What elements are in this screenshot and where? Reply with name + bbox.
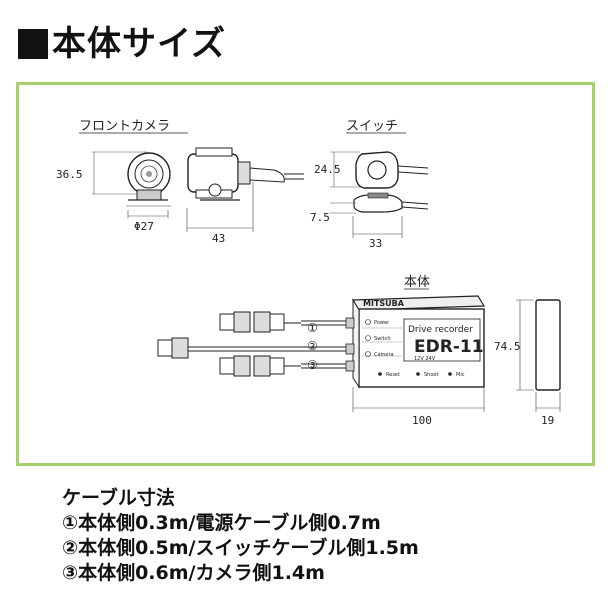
switch-port-label: Switch	[374, 336, 391, 342]
shoot-button-label: Shoot	[424, 372, 438, 378]
switch-drawing: スイッチ 24.5 7.5 33	[310, 119, 429, 250]
switch-thickness-dim: 7.5	[310, 211, 330, 224]
main-unit-side-view	[535, 299, 561, 391]
main-unit-height-dim: 74.5	[494, 340, 521, 353]
power-port-label: Power	[374, 320, 390, 326]
cable-length-title: ケーブル寸法	[62, 487, 175, 509]
diagram-frame	[16, 82, 595, 466]
switch-label: スイッチ	[346, 119, 398, 134]
cable-marker-1: ①	[307, 321, 318, 335]
product-line-label: Drive recorder	[408, 325, 473, 335]
main-unit-label: 本体	[404, 275, 430, 290]
switch-height-dim: 24.5	[314, 163, 341, 176]
dimension-diagram: フロントカメラ 36.5 Φ27 43 スイッチ	[56, 119, 561, 427]
front-camera-label: フロントカメラ	[79, 119, 170, 134]
cable-marker-3: ③	[307, 358, 318, 372]
front-camera-drawing: フロントカメラ 36.5 Φ27 43	[56, 119, 304, 245]
cable-length-line-1: ①本体側0.3m/電源ケーブル側0.7m	[62, 512, 381, 534]
model-name: EDR-11	[414, 337, 484, 357]
switch-width-dim: 33	[369, 237, 382, 250]
brand-logo: MITSUBA	[363, 299, 405, 308]
main-unit-drawing: 本体 MITSUBA Drive recorder EDR-11 12V 24V…	[157, 275, 561, 427]
page-heading: 本体サイズ	[18, 24, 226, 64]
main-unit-depth-dim: 19	[541, 414, 554, 427]
reset-button-label: Reset	[386, 372, 400, 378]
front-camera-diameter-dim: Φ27	[134, 220, 154, 233]
mic-label: Mic	[456, 372, 465, 378]
page-title: 本体サイズ	[52, 24, 226, 64]
square-bullet-icon	[18, 29, 48, 59]
front-camera-length-dim: 43	[212, 232, 225, 245]
main-unit-width-dim: 100	[412, 414, 432, 427]
cable-length-line-3: ③本体側0.6m/カメラ側1.4m	[62, 562, 325, 584]
camera-port-label: Camera	[374, 352, 394, 358]
cable-bundle: ① ② ③	[157, 311, 355, 377]
cable-length-section: ケーブル寸法 ①本体側0.3m/電源ケーブル側0.7m ②本体側0.5m/スイッ…	[62, 486, 602, 586]
switch-button-icon	[367, 160, 387, 180]
model-spec-text: 12V 24V	[414, 356, 436, 362]
front-camera-height-dim: 36.5	[56, 168, 83, 181]
cable-length-line-2: ②本体側0.5m/スイッチケーブル側1.5m	[62, 537, 419, 559]
cable-marker-2: ②	[307, 339, 318, 353]
